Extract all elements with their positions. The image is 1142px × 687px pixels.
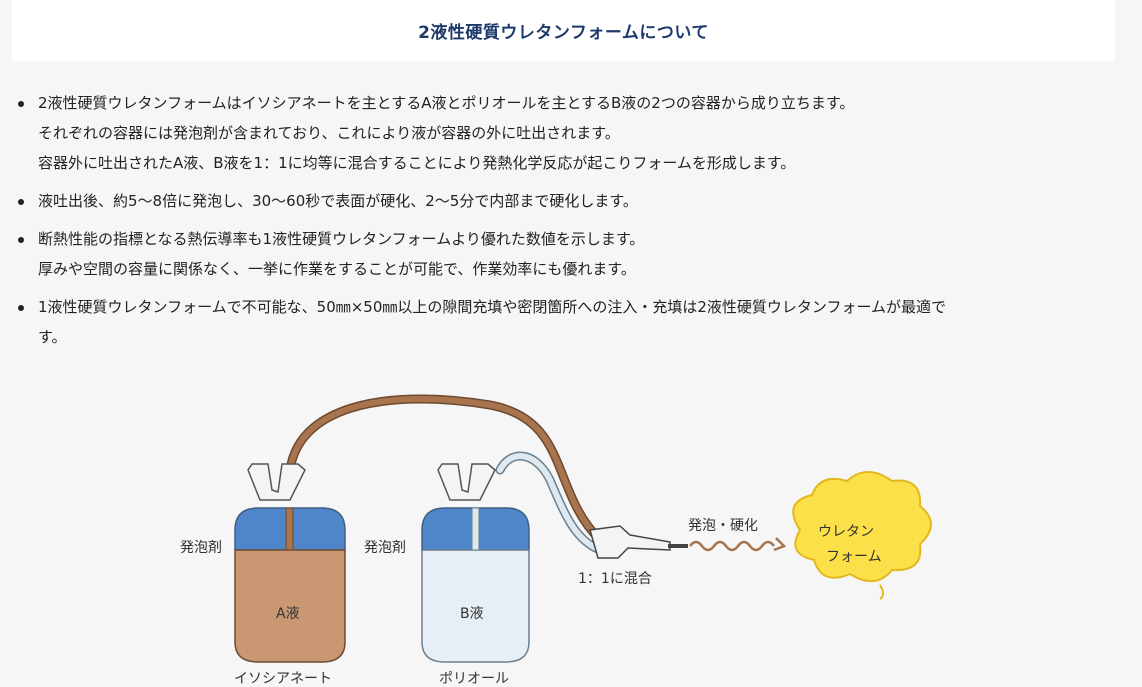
container-b-propellant-label: 発泡剤 — [364, 540, 406, 556]
bullet-item: 液吐出後、約5～8倍に発泡し、30～60秒で表面が硬化、2～5分で内部まで硬化し… — [0, 186, 1130, 216]
container-a-propellant-label: 発泡剤 — [180, 540, 222, 556]
container-b-name-label: ポリオール — [439, 671, 509, 687]
title-bar: 2液性硬質ウレタンフォームについて — [12, 0, 1115, 61]
cloud-text-line1: ウレタン — [818, 524, 874, 540]
cloud-text-line2: フォーム — [826, 549, 882, 565]
foam-cloud — [792, 471, 932, 582]
container-b-body — [421, 549, 530, 663]
bullet-list: 2液性硬質ウレタンフォームはイソシアネートを主とするA液とポリオールを主とするB… — [0, 88, 1130, 360]
bullet-line: 1液性硬質ウレタンフォームで不可能な、50㎜×50㎜以上の隙間充填や密閉箇所への… — [38, 298, 947, 316]
spray-gun — [589, 525, 688, 559]
mix-label: 1：1に混合 — [578, 571, 652, 587]
bullet-line: す。 — [38, 328, 67, 346]
bullet-line: 断熱性能の指標となる熱伝導率も1液性硬質ウレタンフォームより優れた数値を示します… — [38, 230, 645, 248]
container-a-tube — [285, 507, 294, 551]
container-a-body — [234, 549, 346, 663]
foam-cloud-tail — [879, 584, 884, 600]
bullet-line: それぞれの容器には発泡剤が含まれており、これにより液が容器の外に吐出されます。 — [38, 124, 620, 142]
container-b-tube — [471, 507, 480, 551]
foam-process-label: 発泡・硬化 — [688, 518, 758, 534]
container-b-valve — [437, 463, 496, 501]
spray-gun-body — [589, 525, 671, 559]
bullet-item: 2液性硬質ウレタンフォームはイソシアネートを主とするA液とポリオールを主とするB… — [0, 88, 1130, 178]
container-b — [421, 463, 530, 663]
bullet-line: 容器外に吐出されたA液、B液を1：1に均等に混合することにより発熱化学反応が起こ… — [38, 154, 796, 172]
page-title: 2液性硬質ウレタンフォームについて — [418, 23, 709, 43]
container-a-name-label: イソシアネート — [234, 671, 332, 687]
bullet-line: 2液性硬質ウレタンフォームはイソシアネートを主とするA液とポリオールを主とするB… — [38, 94, 855, 112]
foam-stream — [689, 540, 775, 552]
container-a-liquid-label: A液 — [276, 606, 300, 622]
bullet-line: 厚みや空間の容量に関係なく、一挙に作業をすることが可能で、作業効率にも優れます。 — [38, 260, 636, 278]
bullet-line: 液吐出後、約5～8倍に発泡し、30～60秒で表面が硬化、2～5分で内部まで硬化し… — [38, 192, 638, 210]
foam-diagram-svg: 発泡剤 A液 イソシアネート 発泡剤 B液 ポリオール 1：1に混合 発泡・硬化… — [180, 394, 932, 687]
container-a — [234, 463, 346, 663]
bullet-item: 1液性硬質ウレタンフォームで不可能な、50㎜×50㎜以上の隙間充填や密閉箇所への… — [0, 292, 1130, 352]
spray-gun-nozzle — [668, 544, 688, 548]
hose-a-inner — [287, 396, 603, 543]
bullet-item: 断熱性能の指標となる熱伝導率も1液性硬質ウレタンフォームより優れた数値を示します… — [0, 224, 1130, 284]
hose-b-inner — [497, 453, 603, 553]
foam-arrow-head — [773, 537, 787, 552]
foam-diagram: 発泡剤 A液 イソシアネート 発泡剤 B液 ポリオール 1：1に混合 発泡・硬化… — [150, 380, 970, 687]
container-a-valve — [247, 463, 306, 501]
container-b-liquid-label: B液 — [460, 606, 484, 622]
